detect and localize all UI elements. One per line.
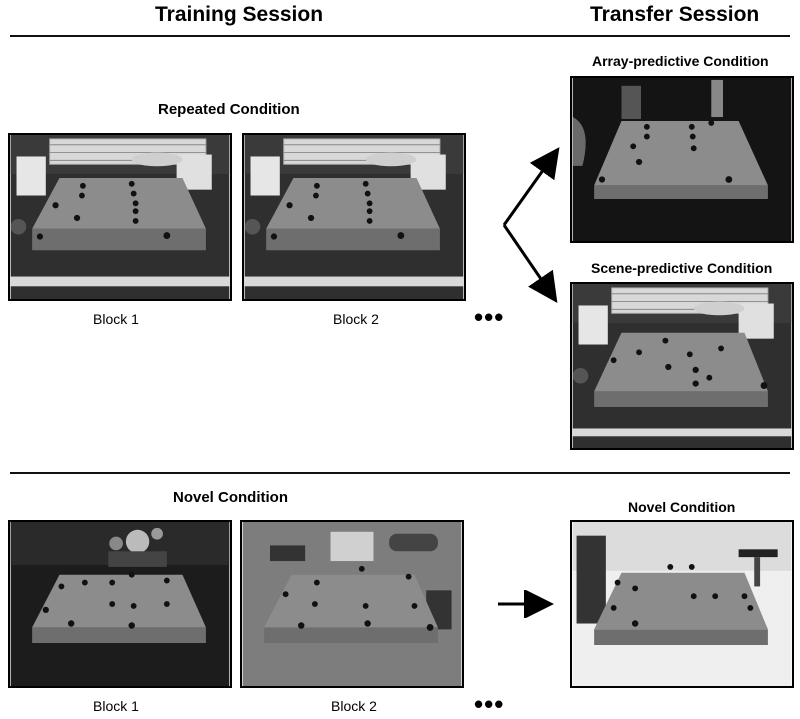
array-predictive-image xyxy=(570,76,794,243)
novel-condition-label: Novel Condition xyxy=(173,489,288,506)
array-predictive-condition-label: Array-predictive Condition xyxy=(592,53,769,69)
novel-transfer-image xyxy=(570,520,794,688)
repeated-block1-image xyxy=(8,133,232,301)
novel-block1-label: Block 1 xyxy=(93,698,139,714)
top-divider xyxy=(10,35,790,37)
top-ellipsis: ••• xyxy=(474,302,505,332)
novel-transfer-arrow xyxy=(498,590,554,618)
repeated-block2-image xyxy=(242,133,466,301)
arrow-to-array-predictive xyxy=(502,147,560,226)
gym-scene xyxy=(572,522,792,686)
arrow-to-scene-predictive xyxy=(502,224,558,303)
music-room-scene xyxy=(10,522,230,686)
repeated-condition-label: Repeated Condition xyxy=(158,101,300,118)
novel-block2-label: Block 2 xyxy=(331,698,377,714)
repeated-block1-label: Block 1 xyxy=(93,311,139,327)
chair-left xyxy=(16,156,46,196)
training-session-header: Training Session xyxy=(155,3,324,26)
patio-scene xyxy=(244,135,464,299)
transfer-session-header: Transfer Session xyxy=(590,3,760,26)
array-scene xyxy=(572,78,792,241)
patio-scene xyxy=(572,284,792,448)
scene-predictive-condition-label: Scene-predictive Condition xyxy=(591,260,773,276)
patio-scene xyxy=(10,135,230,299)
repeated-block2-label: Block 2 xyxy=(333,311,379,327)
novel-transfer-condition-label: Novel Condition xyxy=(628,499,736,515)
bottom-ellipsis: ••• xyxy=(474,689,505,719)
desk-scene xyxy=(242,522,462,686)
scene-predictive-image xyxy=(570,282,794,450)
chair-left xyxy=(250,156,280,196)
novel-block1-image xyxy=(8,520,232,688)
branch-arrows xyxy=(502,147,560,303)
novel-block2-image xyxy=(240,520,464,688)
middle-divider xyxy=(10,472,790,474)
